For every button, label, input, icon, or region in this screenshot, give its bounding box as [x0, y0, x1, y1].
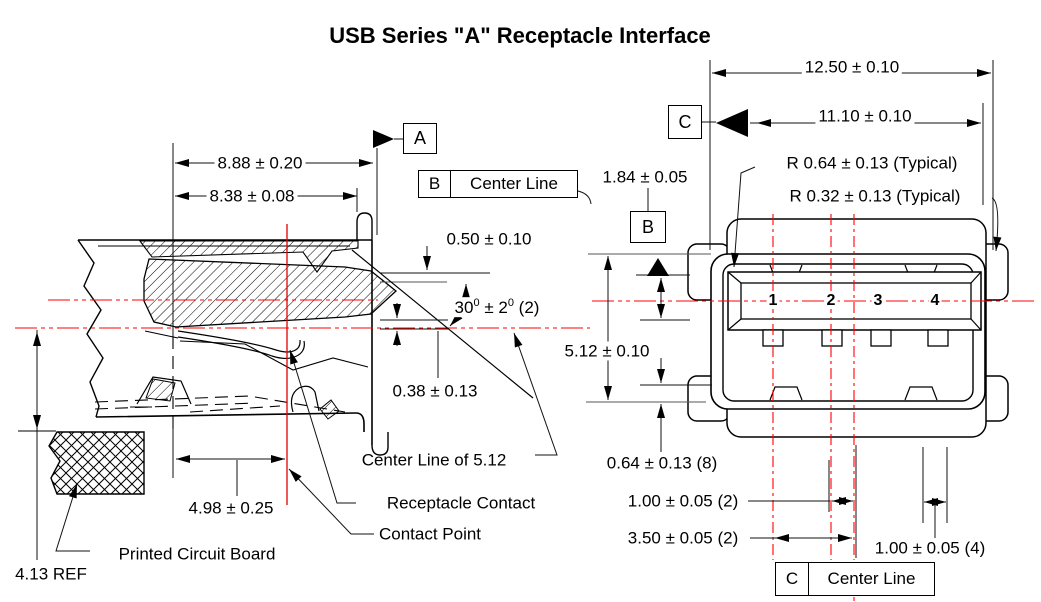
dim-width-inner: 8.38 ± 0.08 [206, 186, 298, 206]
label-pcb: Printed Circuit Board [118, 544, 276, 564]
dim-width-outer: 8.88 ± 0.20 [214, 153, 306, 173]
section-view-geometry [18, 212, 397, 495]
dim-height: 5.12 ± 0.10 [561, 341, 653, 361]
datum-b-text: Center Line [470, 174, 558, 193]
pin-4: 4 [928, 292, 942, 309]
dim-radius-inner: R 0.32 ± 0.13 (Typical) [786, 186, 964, 206]
datum-a-flag: A [403, 123, 437, 154]
dim-pin-pitch-outer: 3.50 ± 0.05 (2) [624, 528, 742, 548]
dim-radius-outer: R 0.64 ± 0.13 (Typical) [783, 153, 961, 173]
page-title: USB Series "A" Receptacle Interface [329, 23, 711, 48]
dim-front-width-outer: 12.50 ± 0.10 [801, 57, 903, 77]
datum-b-letter-front: B [641, 216, 654, 237]
pin-2: 2 [824, 292, 838, 309]
pin-1: 1 [766, 292, 780, 309]
datum-c-flag: C [668, 105, 702, 139]
dim-window-width: 1.00 ± 0.05 (4) [871, 538, 989, 558]
pin-3: 3 [871, 292, 885, 309]
dim-angle: 300 ± 20 (2) [451, 297, 543, 317]
datum-a-arrow [373, 130, 394, 148]
dim-pin-pitch-inner: 1.00 ± 0.05 (2) [624, 491, 742, 511]
datum-b-centerline-flag: B Center Line [418, 170, 578, 198]
datum-a-letter: A [413, 128, 426, 148]
label-receptacle-contact: Receptacle Contact [386, 493, 536, 513]
dim-contact-width: 0.64 ± 0.13 (8) [603, 453, 721, 473]
centerline-c-letter: C [776, 563, 809, 595]
center-lines [15, 214, 1037, 601]
dim-tongue-offset: 1.84 ± 0.05 [599, 167, 691, 187]
dim-step: 0.50 ± 0.10 [443, 229, 535, 249]
contact-windows [762, 329, 949, 347]
datum-b-letter: B [419, 171, 451, 197]
dim-contact-distance: 4.98 ± 0.25 [185, 498, 277, 518]
centerline-c-text: Center Line [827, 569, 916, 588]
dim-contact-offset: 0.38 ± 0.13 [389, 381, 481, 401]
label-contact-point: Contact Point [378, 524, 482, 544]
dimension-lines [33, 60, 1002, 560]
datum-c-letter: C [678, 111, 692, 132]
centerline-c-flag: C Center Line [775, 562, 935, 596]
datum-b-flag-front: B [630, 211, 666, 243]
datum-b-triangle [647, 258, 669, 276]
dim-pcb-ref: 4.13 REF [15, 564, 87, 584]
pcb-block [48, 431, 145, 495]
dim-front-width-inner: 11.10 ± 0.10 [815, 106, 915, 126]
front-view-geometry [687, 218, 1009, 438]
datum-c-arrow [716, 109, 748, 137]
label-center-line-512: Center Line of 5.12 [361, 450, 507, 470]
